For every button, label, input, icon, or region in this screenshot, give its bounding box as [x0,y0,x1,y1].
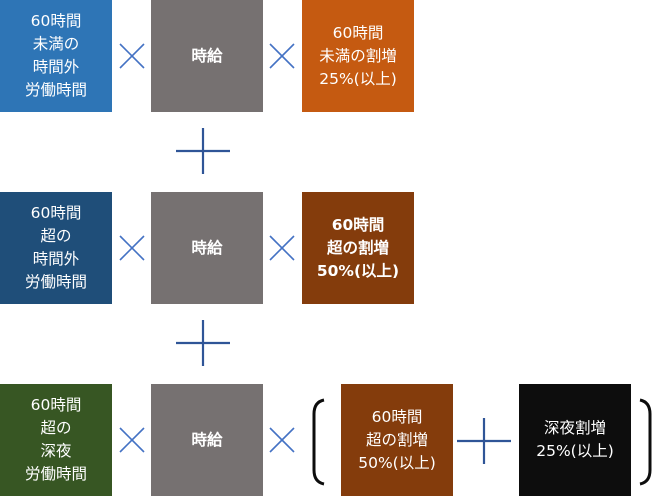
overtime-over-60-box: 60時間 超の 時間外 労働時間 [0,192,112,304]
multiply-icon [268,234,296,262]
night-over-60-box: 60時間 超の 深夜 労働時間 [0,384,112,496]
hourly-wage-box: 時給 [151,384,263,496]
multiply-icon [118,234,146,262]
multiply-icon [118,42,146,70]
multiply-icon [118,426,146,454]
premium-over-60-box: 60時間 超の割増 50%(以上) [341,384,453,496]
multiply-icon [268,426,296,454]
left-bracket-icon [308,398,328,486]
overtime-under-60-box: 60時間 未満の 時間外 労働時間 [0,0,112,112]
hourly-wage-box: 時給 [151,192,263,304]
premium-over-60-box: 60時間 超の割増 50%(以上) [302,192,414,304]
plus-icon [176,320,230,366]
plus-icon [457,418,511,464]
multiply-icon [268,42,296,70]
hourly-wage-box: 時給 [151,0,263,112]
night-premium-box: 深夜割増 25%(以上) [519,384,631,496]
right-bracket-icon [636,398,656,486]
plus-icon [176,128,230,174]
premium-under-60-box: 60時間 未満の割増 25%(以上) [302,0,414,112]
